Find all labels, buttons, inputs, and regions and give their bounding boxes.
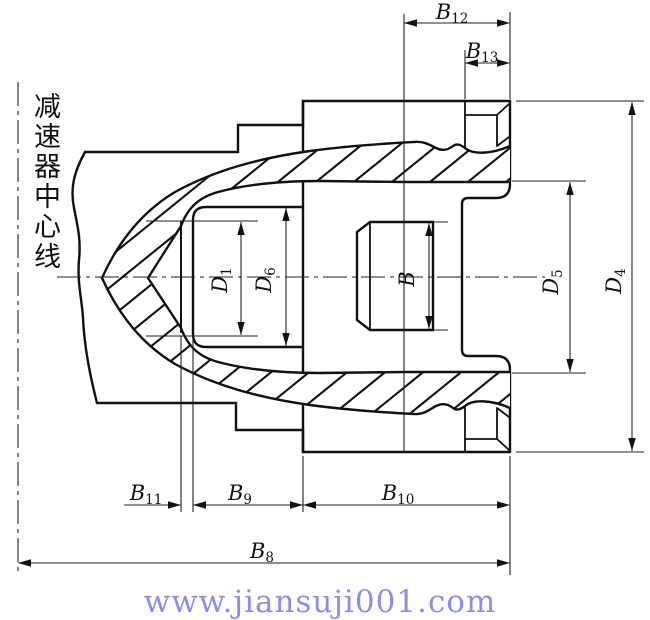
- label-d1: D1: [208, 267, 235, 293]
- dimension-lines: [18, 12, 644, 575]
- label-b13: B13: [465, 39, 499, 66]
- label-b11: B11: [129, 481, 163, 508]
- upper-arm-outer-edge: [100, 140, 512, 280]
- lower-arm-fill: [102, 278, 510, 415]
- label-b10: B10: [381, 481, 415, 508]
- center-lines: [17, 14, 545, 576]
- label-d6: D6: [252, 267, 279, 293]
- left-break-line: [71, 150, 99, 405]
- bearing-boss-details: [464, 100, 510, 453]
- lower-arm-inner-edge: [146, 276, 512, 375]
- flange-recess-profile: [460, 182, 512, 372]
- label-b8: B8: [249, 539, 274, 566]
- label-d4: D4: [602, 268, 629, 294]
- label-b9: B9: [227, 481, 252, 508]
- watermark-text: www.jiansuji001.com: [144, 584, 497, 620]
- lower-arm-outer-edge: [100, 276, 512, 416]
- top-step-profile: [83, 99, 512, 154]
- label-d5: D5: [539, 269, 566, 295]
- ext-lines: [146, 12, 644, 575]
- fork-arm-outlines: [100, 140, 512, 416]
- label-b: B: [395, 271, 419, 287]
- top-boss-lines: [464, 100, 510, 149]
- reducer-centerline-label: 减速器中心线: [29, 92, 60, 272]
- label-b12: B12: [435, 0, 469, 27]
- upper-arm-fill: [102, 141, 510, 278]
- bottom-boss-lines: [464, 405, 510, 453]
- upper-arm-inner-edge: [146, 179, 512, 280]
- bottom-step-profile: [95, 401, 512, 454]
- dimension-labels: B12 B13 D4 D5 D6 D1 B B11 B9 B10 B8: [129, 0, 629, 566]
